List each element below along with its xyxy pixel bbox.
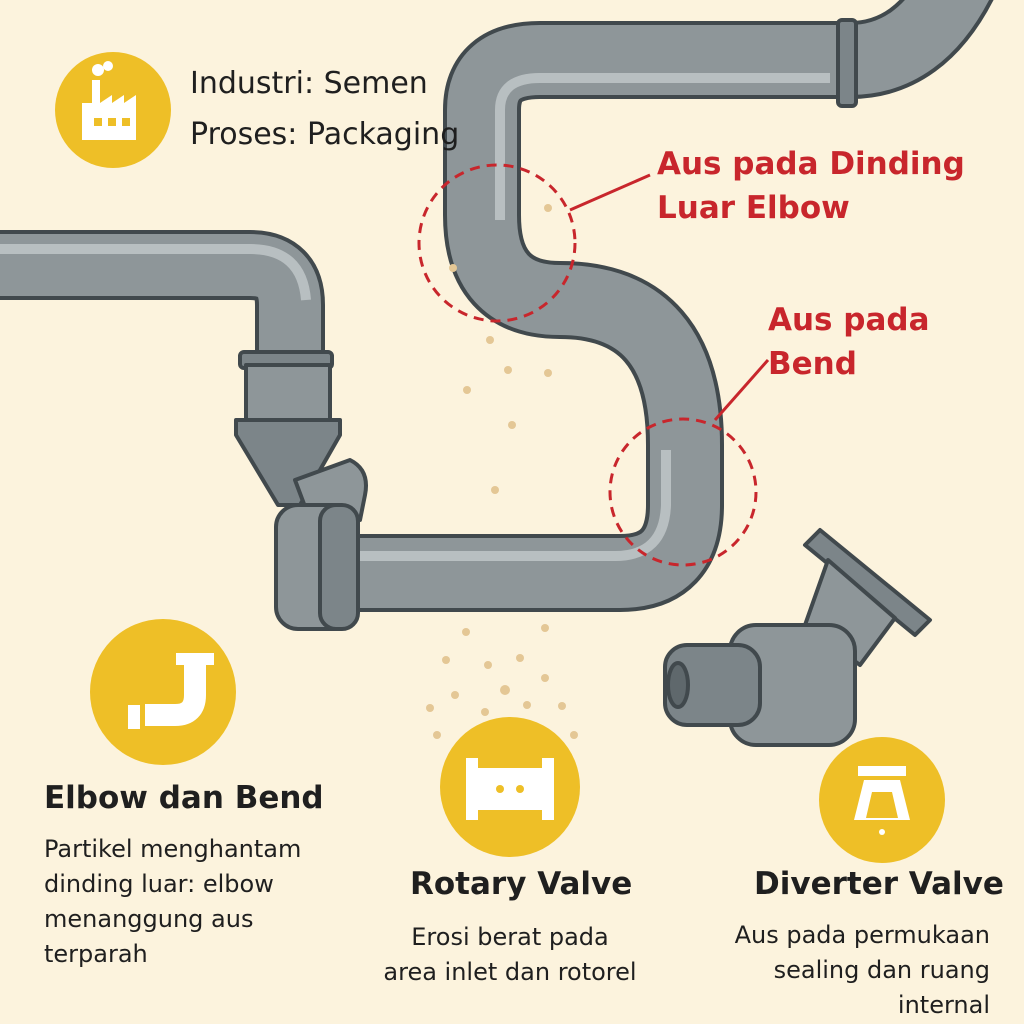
- diverter-valve: [663, 528, 932, 747]
- factory-icon: [55, 52, 171, 168]
- pipeline: [0, 0, 994, 612]
- bend-leader-line: [713, 359, 770, 421]
- elbow-wear-marker: [417, 163, 577, 323]
- elbow-leader-line: [569, 173, 651, 212]
- rotary-valve-title: Rotary Valve: [410, 866, 633, 902]
- rotary-joint: [234, 363, 368, 631]
- rotary-valve-icon: [440, 717, 580, 857]
- process-label: Proses: Packaging: [190, 117, 460, 152]
- diverter-valve-title: Diverter Valve: [754, 866, 1004, 902]
- elbow-bend-title: Elbow dan Bend: [44, 780, 324, 816]
- bend-wear-callout: Aus pada Bend: [768, 302, 930, 382]
- elbow-pipe-icon: [90, 619, 236, 765]
- particles: [426, 204, 578, 739]
- rotary-valve-description: Erosi berat pada area inlet dan rotorel: [383, 923, 637, 986]
- elbow-bend-description: Partikel menghantam dinding luar: elbow …: [44, 835, 302, 968]
- industry-label: Industri: Semen: [190, 66, 428, 101]
- bend-wear-marker: [608, 417, 758, 567]
- diverter-valve-icon: [819, 737, 945, 863]
- elbow-wear-callout: Aus pada Dinding Luar Elbow: [657, 146, 965, 226]
- diverter-valve-description: Aus pada permukaan sealing dan ruang int…: [734, 921, 990, 1019]
